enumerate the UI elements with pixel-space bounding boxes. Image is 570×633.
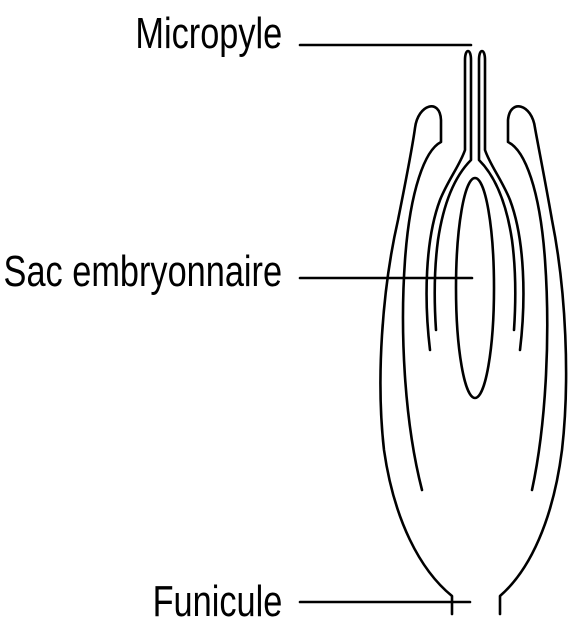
outer-integument-left (380, 106, 452, 614)
embryo-sac (456, 178, 494, 398)
funicule-label: Funicule (152, 580, 282, 624)
outer-integument-right (500, 106, 566, 614)
sac-embryonnaire-label: Sac embryonnaire (3, 250, 282, 294)
micropyle-label: Micropyle (135, 12, 282, 56)
